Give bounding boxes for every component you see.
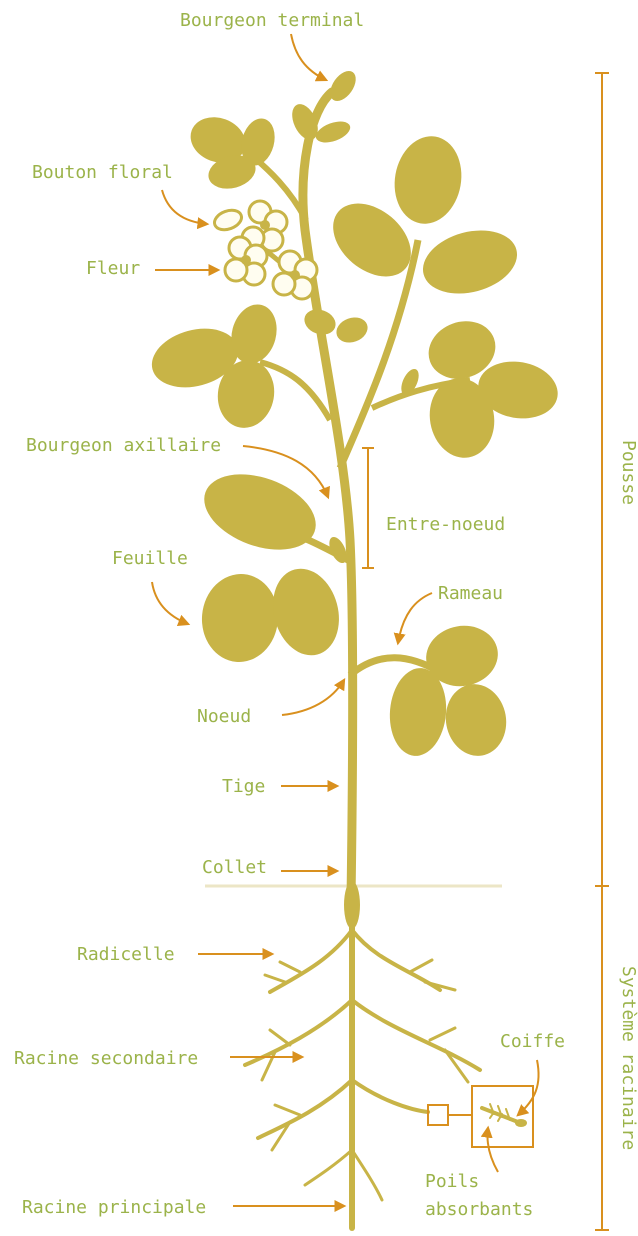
- flower-bud: [212, 207, 244, 233]
- label-radicelle: Radicelle: [77, 944, 175, 965]
- label-section-racinaire: Système racinaire: [618, 966, 638, 1150]
- arrow-poils: [487, 1128, 498, 1172]
- label-section-pousse: Pousse: [618, 440, 638, 505]
- label-racine-principale: Racine principale: [22, 1197, 206, 1218]
- leaf: [333, 313, 371, 346]
- arrow-noeud: [282, 680, 344, 715]
- arrow-bouton-floral: [162, 190, 207, 224]
- leaf: [198, 571, 281, 665]
- label-bouton-floral: Bouton floral: [32, 162, 173, 183]
- label-poils-line2: absorbants: [425, 1199, 533, 1220]
- label-noeud: Noeud: [197, 706, 251, 727]
- label-tige: Tige: [222, 776, 265, 797]
- arrow-feuille: [152, 582, 188, 624]
- label-coiffe: Coiffe: [500, 1031, 565, 1052]
- label-entre-noeud: Entre-noeud: [386, 514, 505, 535]
- plant-shoot: [145, 66, 562, 929]
- bracket-pousse: [595, 73, 609, 886]
- arrow-coiffe: [518, 1060, 539, 1115]
- leaf: [416, 221, 524, 304]
- leaf: [301, 305, 339, 338]
- arrow-bourgeon-terminal: [291, 34, 326, 80]
- bracket-racinaire: [595, 886, 609, 1230]
- collet: [344, 881, 360, 929]
- label-rameau: Rameau: [438, 583, 503, 604]
- label-fleur: Fleur: [86, 258, 140, 279]
- label-bourgeon-axillaire: Bourgeon axillaire: [26, 435, 221, 456]
- label-collet: Collet: [202, 857, 267, 878]
- label-feuille: Feuille: [112, 548, 188, 569]
- leaf: [194, 460, 326, 564]
- label-poils-line1: Poils: [425, 1171, 479, 1192]
- label-bourgeon-terminal: Bourgeon terminal: [180, 10, 364, 31]
- root-tip-zoom: [482, 1104, 527, 1127]
- zoom-small-box: [428, 1105, 448, 1125]
- leaf: [264, 561, 349, 663]
- leaf: [440, 679, 512, 760]
- leaf: [313, 117, 353, 146]
- leaf: [388, 131, 468, 229]
- label-racine-secondaire: Racine secondaire: [14, 1048, 198, 1069]
- arrow-rameau: [398, 593, 432, 643]
- bracket-entre-noeud: [362, 448, 374, 568]
